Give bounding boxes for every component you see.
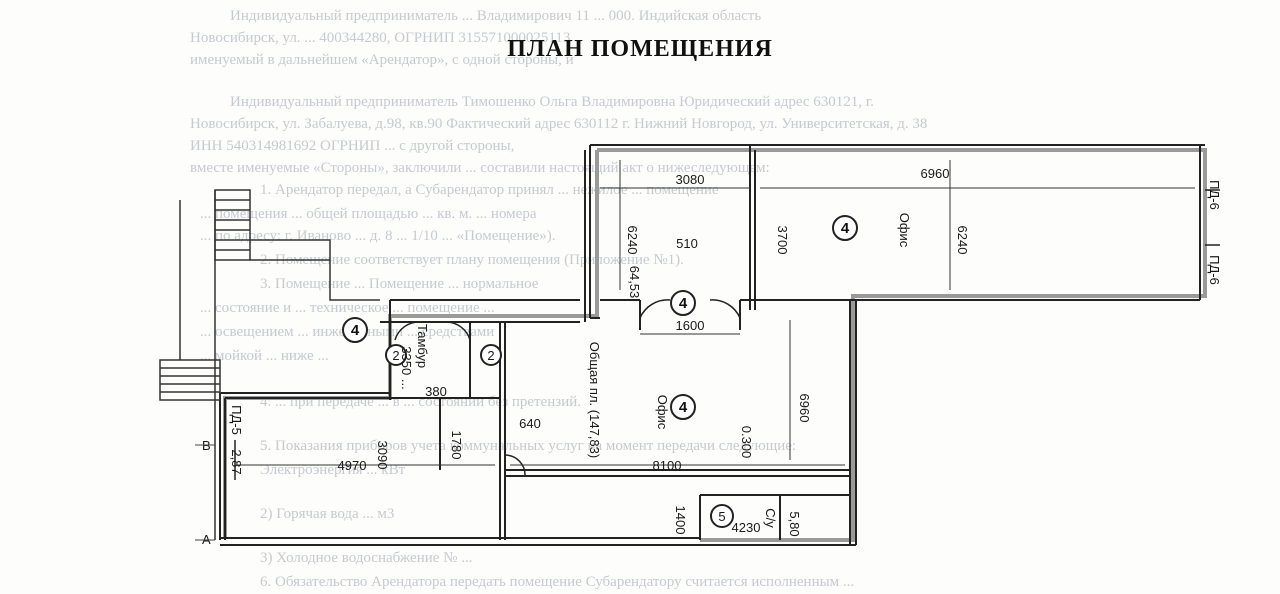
room-number: 4 bbox=[841, 220, 850, 237]
stair-label: ПД-6 bbox=[1207, 255, 1222, 285]
height-mark: 0.300 bbox=[739, 426, 754, 459]
doors bbox=[394, 299, 741, 477]
room-number: 4 bbox=[679, 399, 688, 416]
room-marker-circle bbox=[385, 344, 407, 366]
room-number: 2 bbox=[392, 348, 399, 363]
room-label-office-main: Офис bbox=[655, 395, 670, 430]
dimension-label: 8100 bbox=[653, 458, 682, 473]
room-label-general-area: Общая пл. (147,83) bbox=[587, 342, 602, 458]
room-marker-circle bbox=[832, 215, 858, 241]
stair-label: ПД-6 bbox=[1207, 180, 1222, 210]
room-marker-circle bbox=[710, 504, 734, 528]
dimension-label: 510 bbox=[676, 236, 698, 251]
dimension-label: 4230 bbox=[732, 520, 761, 535]
dimension-label: 1780 bbox=[449, 431, 464, 460]
dimension-label: 3700 bbox=[775, 226, 790, 255]
room-label-wc: С/у bbox=[763, 508, 778, 528]
dimension-label: 1600 bbox=[676, 318, 705, 333]
dimension-lines bbox=[235, 160, 1195, 466]
walls bbox=[219, 144, 1205, 546]
room-label-vestibule: Тамбур bbox=[415, 324, 430, 368]
dimension-label: 640 bbox=[519, 416, 541, 431]
room-label-vestibule-area: 3350 ... bbox=[399, 346, 414, 389]
dimension-label: 380 bbox=[425, 384, 447, 399]
dimension-label: 6960 bbox=[797, 394, 812, 423]
dimension-label: 3080 bbox=[676, 172, 705, 187]
room-number: 5 bbox=[718, 509, 725, 524]
stairs-left bbox=[159, 189, 380, 540]
room-marker-circle bbox=[670, 290, 696, 316]
room-number: 2 bbox=[487, 348, 494, 363]
room-marker-circle bbox=[670, 394, 696, 420]
room-markers bbox=[342, 215, 858, 528]
premises-outline bbox=[223, 148, 1207, 542]
room-number: 4 bbox=[679, 295, 688, 312]
dimension-label: 5,80 bbox=[787, 511, 802, 536]
window-marks bbox=[234, 189, 1220, 480]
stair-label: ПД-5 bbox=[229, 405, 244, 435]
dimension-label: 1400 bbox=[673, 506, 688, 535]
page-title: ПЛАН ПОМЕЩЕНИЯ bbox=[507, 36, 773, 62]
dimension-label: 64,53 bbox=[627, 266, 642, 299]
room-number: 4 bbox=[351, 322, 360, 339]
room-marker-circle bbox=[480, 344, 502, 366]
dimension-label: 6240 bbox=[955, 226, 970, 255]
room-label-office-top: Офис bbox=[897, 213, 912, 248]
dimension-label: 3090 bbox=[375, 441, 390, 470]
dimension-label: 6240 bbox=[625, 226, 640, 255]
room-marker-circle bbox=[342, 317, 368, 343]
dimension-label: 4970 bbox=[338, 458, 367, 473]
axis-lines bbox=[195, 444, 215, 541]
dimension-label: 6960 bbox=[921, 166, 950, 181]
dimension-label: 2,87 bbox=[229, 449, 244, 474]
